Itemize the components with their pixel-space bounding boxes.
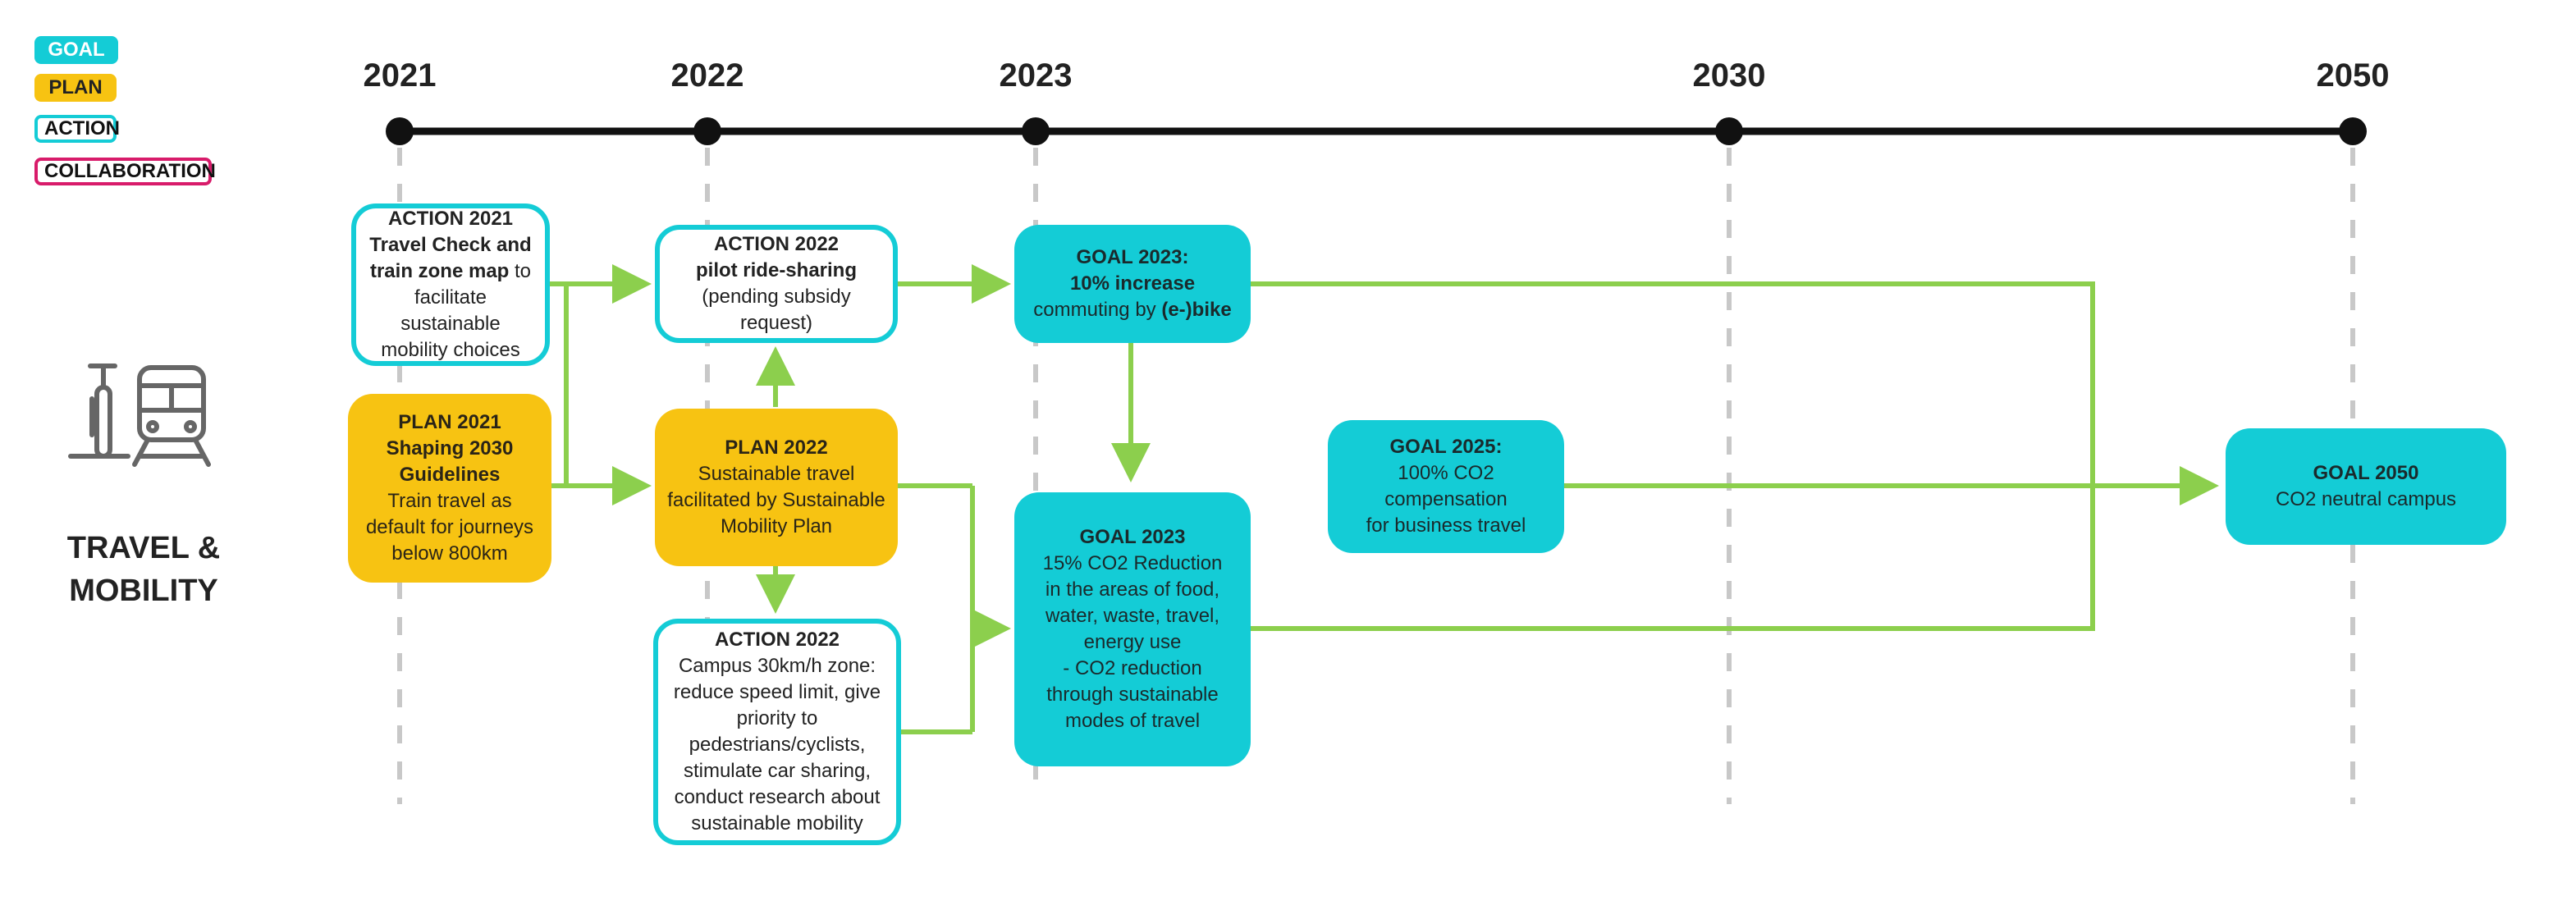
node-text: 10% increase	[1069, 272, 1196, 295]
node-text: pedestrians/cyclists,	[689, 734, 866, 756]
legend-collaboration: COLLABORATION	[34, 158, 216, 185]
node-text: PLAN 2022	[725, 437, 828, 459]
node-text: ACTION 2022	[713, 233, 840, 255]
node-text: Mobility Plan	[720, 515, 833, 537]
legend-goal: GOAL	[34, 36, 118, 64]
node-text: GOAL 2050	[2313, 462, 2419, 484]
node-text: ACTION 2022	[714, 629, 840, 651]
node-text: 100% CO2 compensation	[1384, 462, 1508, 510]
node-text: Train travel as	[387, 490, 512, 512]
node-text: Campus 30km/h zone:	[678, 655, 876, 677]
node-text: for business travel	[1366, 514, 1526, 537]
node-goal-2023-bike: GOAL 2023: 10% increase commuting by (e-…	[1014, 225, 1251, 343]
node-text: ACTION 2021	[387, 208, 514, 230]
category-label-line2: MOBILITY	[69, 574, 218, 608]
bicycle-and-train-icon	[68, 363, 211, 467]
node-action-2022-campus-zone: ACTION 2022 Campus 30km/h zone: reduce s…	[653, 619, 901, 845]
connectors	[548, 264, 2219, 734]
node-goal-2023-co2: GOAL 2023 15% CO2 Reduction in the areas…	[1014, 492, 1251, 766]
timeline-dot-2023	[1022, 117, 1050, 145]
connector-goal2023a-to-bus	[1249, 281, 2095, 631]
year-label-2023: 2023	[999, 57, 1073, 94]
year-label-2050: 2050	[2316, 57, 2390, 94]
timeline-dot-2030	[1715, 117, 1743, 145]
node-text: modes of travel	[1064, 710, 1201, 732]
node-text: to	[509, 260, 532, 282]
node-action-2021: ACTION 2021 Travel Check and train zone …	[351, 203, 550, 366]
node-text: (e-)bike	[1161, 299, 1232, 321]
node-text: Guidelines	[399, 464, 501, 486]
legend-plan: PLAN	[34, 74, 117, 102]
year-label-2021: 2021	[363, 57, 437, 94]
node-text: CO2 neutral campus	[2275, 488, 2457, 510]
timeline-dots	[386, 117, 2367, 145]
node-text: reduce speed limit, give	[673, 681, 881, 703]
timeline-dot-2022	[693, 117, 721, 145]
year-label-2022: 2022	[670, 57, 744, 94]
node-text: facilitated by Sustainable	[667, 489, 885, 511]
node-goal-2050: GOAL 2050 CO2 neutral campus	[2226, 428, 2506, 545]
node-plan-2022: PLAN 2022 Sustainable travel facilitated…	[655, 409, 898, 566]
category-label-line1: TRAVEL &	[66, 531, 221, 565]
node-text: 15% CO2 Reduction	[1042, 552, 1223, 574]
node-text: facilitate sustainable	[400, 286, 501, 335]
node-text: in the areas of food,	[1045, 578, 1220, 601]
node-text: GOAL 2023:	[1076, 246, 1189, 268]
legend-action: ACTION	[34, 115, 120, 143]
node-goal-2025: GOAL 2025: 100% CO2 compensation for bus…	[1328, 420, 1564, 553]
node-text: - CO2 reduction	[1063, 657, 1202, 679]
node-text: through sustainable	[1046, 684, 1219, 706]
node-text: GOAL 2025:	[1389, 436, 1503, 458]
node-text: below 800km	[391, 542, 508, 565]
node-text: PLAN 2021	[398, 411, 501, 433]
node-text: Shaping 2030	[386, 437, 514, 460]
timeline-dot-2021	[386, 117, 414, 145]
node-action-2022-ridesharing: ACTION 2022 pilot ride-sharing (pending …	[655, 225, 898, 343]
category-label: TRAVEL & MOBILITY	[49, 527, 238, 612]
node-text: Sustainable travel	[698, 463, 855, 485]
node-text: mobility choices	[381, 339, 520, 361]
node-text: default for journeys	[365, 516, 534, 538]
node-text: pilot ride-sharing	[695, 259, 857, 281]
year-label-2030: 2030	[1692, 57, 1766, 94]
node-plan-2021: PLAN 2021 Shaping 2030 Guidelines Train …	[348, 394, 551, 583]
node-text: train zone map	[369, 260, 510, 282]
node-text: Travel Check and	[369, 234, 532, 256]
node-text: conduct research about	[674, 786, 881, 808]
node-text: commuting by	[1033, 299, 1162, 321]
node-text: sustainable mobility	[691, 812, 863, 834]
node-text: water, waste, travel,	[1045, 605, 1220, 627]
node-text: GOAL 2023	[1079, 526, 1186, 548]
node-text: (pending subsidy request)	[702, 286, 851, 334]
node-text: priority to	[736, 707, 818, 729]
timeline-dot-2050	[2339, 117, 2367, 145]
node-text: stimulate car sharing,	[683, 760, 872, 782]
node-text: energy use	[1083, 631, 1182, 653]
